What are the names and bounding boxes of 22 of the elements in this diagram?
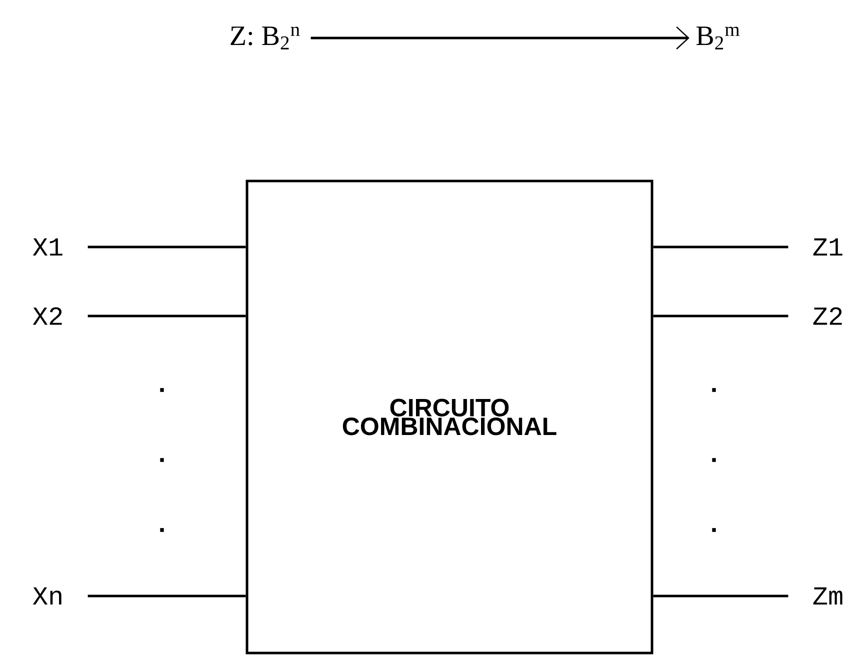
signal-line xyxy=(653,594,788,598)
signal-line xyxy=(653,314,788,318)
signal-label: X2 xyxy=(32,307,62,325)
signal-label: Xn xyxy=(32,587,62,605)
ellipsis-dot: . xyxy=(712,528,716,532)
signal-label: Z2 xyxy=(813,307,842,325)
ellipsis-dot: . xyxy=(160,458,164,462)
signal-line xyxy=(88,314,246,318)
formula-text: Z: B$_{2}$n xyxy=(230,26,300,50)
signal-label: Zm xyxy=(813,587,842,605)
ellipsis-dot: . xyxy=(160,528,164,532)
arrow xyxy=(310,26,690,50)
ellipsis-dot: . xyxy=(160,388,164,392)
signal-line xyxy=(653,246,788,248)
signal-label: X1 xyxy=(32,238,62,256)
circuit-box: CIRCUITO COMBINACIONAL xyxy=(246,180,654,654)
formula-text: B$_{2}$m xyxy=(696,26,740,50)
ellipsis-dot: . xyxy=(712,388,716,392)
signal-line xyxy=(88,594,246,598)
ellipsis-dot: . xyxy=(712,458,716,462)
signal-line xyxy=(88,246,246,248)
signal-label: Z1 xyxy=(813,238,842,256)
